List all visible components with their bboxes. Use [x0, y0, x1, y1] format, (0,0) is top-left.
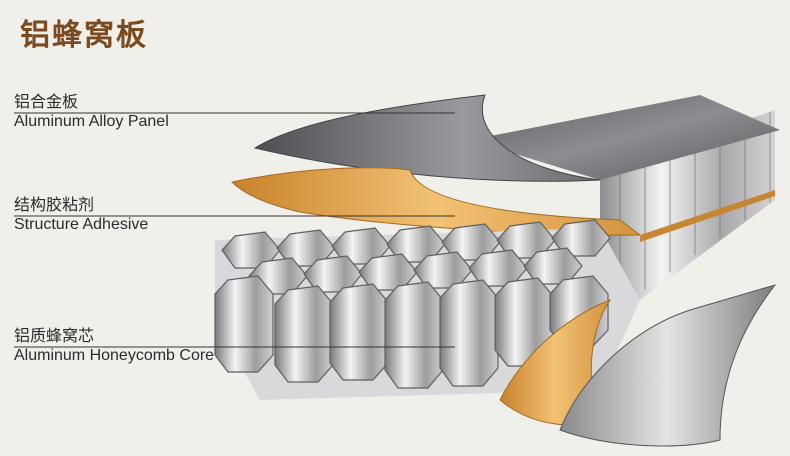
sandwich-panel-illustration	[0, 0, 790, 456]
